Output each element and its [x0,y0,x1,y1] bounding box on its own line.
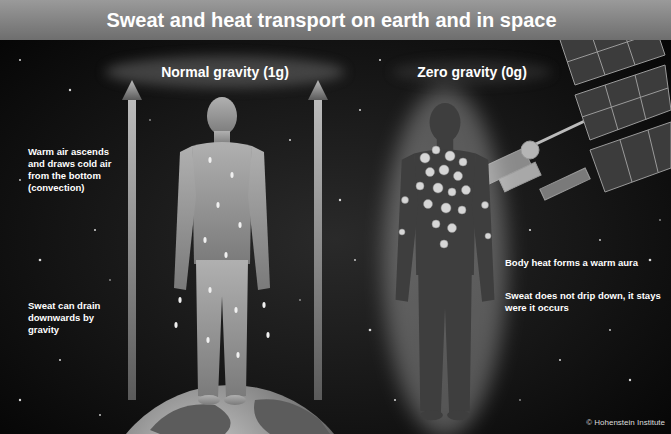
stars-part [599,239,601,241]
sweat-blobs-stuck-part [458,206,466,214]
stars-part [629,379,631,381]
stars-part [369,329,372,332]
sweat-drops-falling-part [174,322,177,328]
stars-part [39,259,42,262]
stars-part [19,399,21,401]
note-sweat-stays: Sweat does not drip down, it stays were … [505,290,665,314]
note-sweat-drain: Sweat can drain downwards by gravity [28,300,120,336]
sweat-drops-falling-part [236,352,239,358]
stars-part [59,359,61,361]
stars-part [559,359,561,361]
stars-part [379,59,381,61]
sweat-drops-falling-part [234,307,237,313]
heading-0g: Zero gravity (0g) [417,64,527,80]
note-convection: Warm air ascends and draws cold air from… [28,146,120,194]
stars-part [354,259,356,261]
sweat-blobs-stuck-part [459,158,467,166]
sweat-blobs-stuck-part [448,224,457,233]
sweat-drops-falling-part [203,237,206,243]
title-text: Sweat and heat transport on earth and in… [0,0,667,40]
stars-part [69,89,71,91]
stars-part [649,259,652,262]
title-band: Sweat and heat transport on earth and in… [0,0,671,40]
heading-clouds-part [392,60,552,84]
stars-part [659,219,661,221]
stars-part [19,179,21,181]
earth-globe-part [254,399,330,434]
sweat-drops-falling-part [238,222,241,228]
space-station-part [499,162,541,192]
stars-part [149,119,151,121]
sweat-blobs-stuck-part [426,168,435,177]
sweat-blobs-stuck-part [448,188,456,196]
space-station-part [521,141,539,159]
stars-part [109,279,111,281]
sweat-blobs-stuck-part [420,153,430,163]
copyright: © Hohenstein Institute [586,418,665,427]
space-station-part [540,168,590,200]
stars-part [394,399,396,401]
sweat-blobs-stuck-part [440,240,448,248]
sweat-drops-falling-part [262,302,265,308]
space-station-part [648,130,658,172]
heading-clouds-part [105,56,345,88]
sweat-drops-falling-part [208,287,211,293]
earth-globe-part [150,404,231,434]
convection-arrows-part [314,96,322,400]
sweat-blobs-stuck-part [424,200,433,209]
stars-part [609,329,611,331]
stars-part [99,414,101,416]
sweat-blobs-stuck-part [433,183,443,193]
sweat-blobs-stuck-part [454,172,463,181]
sweat-blobs-stuck-part [441,203,451,213]
sweat-blobs-stuck-part [402,197,409,204]
sweat-drops-falling-part [208,157,211,163]
convection-arrows-part [122,80,142,100]
warm-aura [383,87,507,434]
sweat-blobs-stuck-part [416,182,424,190]
sweat-blobs-stuck-part [445,151,455,161]
stars-part [359,109,361,111]
stars-part [19,59,21,61]
person-0g [396,103,495,420]
sweat-drops-falling [174,157,269,358]
sweat-blobs-stuck-part [432,146,440,154]
sweat-drops-falling-part [216,202,219,208]
sweat-drops-falling-part [224,252,227,258]
stars-part [94,229,96,231]
sweat-drops-falling-part [206,337,209,343]
stars-part [519,399,521,401]
convection-arrows-part [308,80,328,100]
sweat-blobs-stuck-part [439,165,449,175]
sweat-drops-falling-part [266,332,269,338]
sweat-blobs-stuck-part [482,202,489,209]
heading-clouds [105,56,552,88]
note-aura: Body heat forms a warm aura [505,257,665,269]
stars-part [299,299,301,301]
sweat-blobs-stuck-part [399,229,405,235]
sweat-blobs-stuck-part [432,220,440,228]
sweat-blobs-stuck-part [462,186,471,195]
space-station-part [582,88,668,117]
stars-part [339,199,341,201]
convection-arrows-part [128,96,136,400]
stars-part [529,229,531,231]
sweat-drops-falling-part [178,297,181,303]
sweat-blobs-stuck [399,146,491,248]
sweat-drops-falling-part [230,172,233,178]
space-station-part [590,122,671,192]
space-station-part [620,140,632,182]
stars-part [289,139,291,141]
sweat-blobs-stuck-part [485,233,491,239]
person-1g [174,97,270,405]
heading-1g: Normal gravity (1g) [161,64,289,80]
stars [19,59,661,416]
